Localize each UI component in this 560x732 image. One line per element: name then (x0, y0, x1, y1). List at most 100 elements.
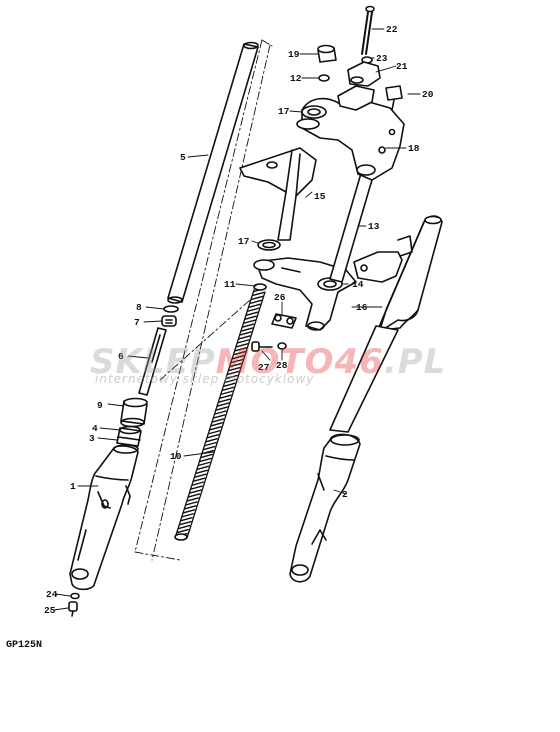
part-label: 4 (92, 423, 98, 434)
outer-tube-left (69, 444, 139, 591)
spring-coil (230, 358, 244, 364)
spring-coil (218, 398, 231, 403)
part-label: 9 (97, 400, 103, 411)
watermark-brand-c: .PL (383, 342, 447, 382)
spring-coil (206, 434, 220, 439)
outer-tube-right (289, 215, 443, 583)
spring-coil (245, 311, 259, 316)
spring-coil (243, 319, 256, 324)
spring-coil (248, 303, 261, 309)
clamp-bolt (271, 313, 297, 329)
spring-coil (186, 497, 200, 502)
spring-coil (225, 374, 239, 380)
spring-coil (196, 465, 210, 471)
spring-coil (250, 295, 264, 301)
spring-coil (239, 331, 252, 336)
cap-bolt (317, 44, 337, 82)
spring-coil (220, 390, 233, 395)
part-label: 19 (288, 49, 300, 60)
spring-coil (234, 347, 247, 352)
part-label: 27 (258, 362, 270, 373)
spring-coil (195, 469, 208, 474)
part-label: 21 (396, 61, 408, 72)
part-label: 5 (180, 152, 186, 163)
spring-coil (231, 354, 245, 360)
part-label: 20 (422, 89, 434, 100)
spring-coil (247, 307, 260, 312)
spring-coil (244, 315, 257, 320)
part-label: 13 (368, 221, 380, 232)
spring-coil (219, 394, 232, 399)
part-label: 7 (134, 317, 140, 328)
part-label: 1 (70, 481, 76, 492)
part-label: 15 (314, 191, 326, 202)
part-label: 23 (376, 53, 388, 64)
part-label: 2 (342, 489, 348, 500)
spring-coil (213, 414, 226, 419)
watermark-brand-a: SKLEP (90, 342, 216, 382)
spring-coil (177, 524, 191, 530)
damper-rod (138, 327, 167, 396)
spring-coil (185, 501, 198, 506)
upper-spacer (296, 118, 320, 130)
spring-coil (241, 323, 255, 328)
drain-bolt (68, 592, 80, 617)
part-label: 14 (352, 279, 364, 290)
spring-coil (216, 402, 230, 407)
part-label: 16 (356, 302, 368, 313)
spring-coil (224, 378, 237, 384)
spring-coil (229, 362, 242, 368)
part-label: 6 (118, 351, 124, 362)
part-label: 28 (276, 360, 288, 371)
watermark-logo: SKLEPMOTO46.PL (90, 342, 446, 382)
part-label: 17 (238, 236, 250, 247)
part-label: 18 (408, 143, 420, 154)
spring-coil (205, 437, 218, 443)
part-label: 24 (46, 589, 58, 600)
spring-coil (197, 461, 211, 467)
part-label: 8 (136, 302, 142, 313)
spring-coil (208, 430, 221, 435)
spring-coil (209, 426, 222, 431)
spring-coil (226, 370, 240, 376)
spring-coil (179, 520, 192, 526)
leader-lines (53, 28, 421, 611)
spring-coil (214, 410, 227, 415)
part-label: 3 (89, 433, 95, 444)
spring-coil (240, 327, 254, 332)
guide-lines (134, 39, 273, 561)
spring-coil (181, 513, 194, 518)
spring-coil (204, 441, 217, 447)
spring-coil (221, 386, 235, 391)
spring-coil (238, 335, 251, 340)
part-label: 25 (44, 605, 56, 616)
spring-coil (194, 473, 207, 478)
spring-coil (211, 418, 225, 423)
headlight-bracket (353, 251, 403, 283)
stem-bolt (361, 5, 375, 55)
spring-coil (249, 299, 262, 305)
oil-seal (116, 397, 148, 447)
spring-coil (191, 481, 205, 486)
part-labels: 5 8 7 6 9 4 3 1 10 11 17 15 13 14 16 2 1… (44, 24, 434, 616)
spring-coil (252, 291, 265, 297)
hex-bolt (385, 85, 403, 111)
under-bracket (239, 147, 317, 241)
spring-coil (187, 493, 201, 498)
part-label: 10 (170, 451, 182, 462)
spring-coil (199, 457, 212, 463)
spring-coil (176, 528, 189, 534)
spring-coil (235, 343, 249, 348)
part-label: 26 (274, 292, 286, 303)
spring-coil (192, 477, 206, 482)
part-label: 17 (278, 106, 290, 117)
spring-coil (182, 509, 196, 514)
fork-pipe (167, 41, 259, 304)
spring-coil (233, 351, 246, 356)
spring-coil (223, 382, 236, 388)
spring-coil (236, 339, 250, 344)
spring-coil (200, 453, 213, 459)
spring-coil (210, 422, 223, 427)
